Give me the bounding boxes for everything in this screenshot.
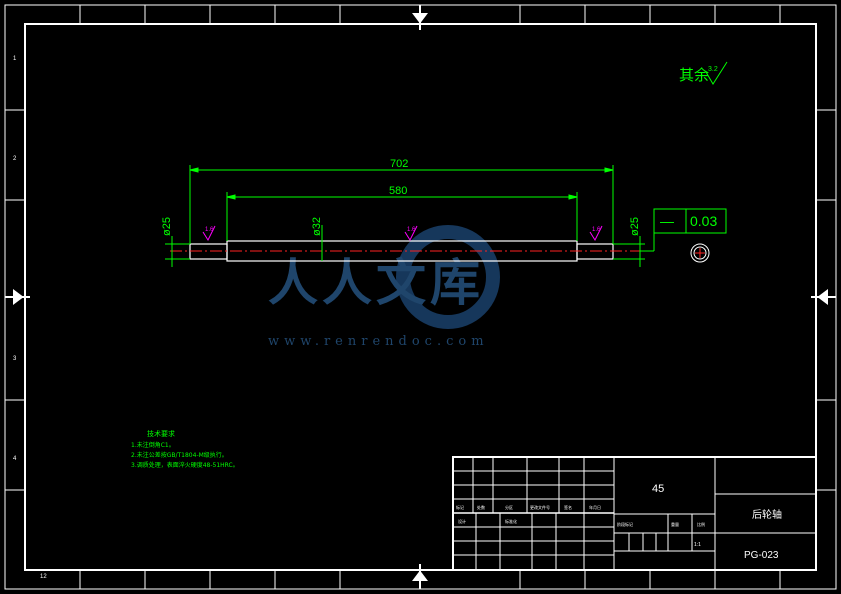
tb-label-sign: 签名 <box>564 504 572 510</box>
tb-drawing-no: PG-023 <box>744 550 779 561</box>
roughness-value-1: 1.6 <box>205 227 214 233</box>
tb-label-zone: 分区 <box>505 504 513 510</box>
tb-label-stage: 阶段标记 <box>617 521 633 527</box>
title-block-row-labels: 标记 处数 分区 更改文件号 签名 年月日 设计 标准化 阶段标记 重量 比例 <box>456 504 705 527</box>
dim-overall: 702 <box>390 158 408 170</box>
tb-part-name: 后轮轴 <box>752 508 782 521</box>
tb-label-standard: 标准化 <box>505 518 517 524</box>
tb-label-change: 更改文件号 <box>530 504 550 510</box>
left-number-2: 2 <box>13 156 17 162</box>
roughness-value-3: 1.6 <box>592 227 601 233</box>
tolerance-frame <box>640 208 727 252</box>
tb-label-count: 处数 <box>477 504 485 510</box>
roughness-marks <box>202 225 603 242</box>
tolerance-symbol: — <box>660 213 674 229</box>
tolerance-value: 0.03 <box>690 213 717 229</box>
centering-marks <box>5 5 836 589</box>
tb-label-design: 设计 <box>458 518 466 524</box>
tb-label-ratio: 比例 <box>697 521 705 527</box>
tb-material: 45 <box>652 483 664 495</box>
left-number-4: 4 <box>13 456 17 462</box>
title-block <box>452 456 817 571</box>
tb-scale: 1:1 <box>694 542 701 548</box>
roughness-label: 其余 <box>679 66 709 84</box>
dimensions <box>165 165 645 267</box>
dimension-labels: 702 580 ø25 ø32 ø25 <box>161 158 641 236</box>
roughness-value-2: 1.6 <box>407 227 416 233</box>
dim-right-dia: ø25 <box>629 217 641 236</box>
left-number-1: 1 <box>13 56 17 62</box>
tech-item-3: 3.调质处理，表面淬火硬度48-51HRC。 <box>131 461 239 469</box>
watermark: 人人文库 www.renrendoc.com <box>268 225 500 349</box>
dim-middle: 580 <box>389 185 407 197</box>
dim-middle-dia: ø32 <box>311 217 323 236</box>
tb-label-date: 年月日 <box>589 504 601 510</box>
tb-label-weight: 重量 <box>671 521 679 527</box>
watermark-text: 人人文库 <box>268 254 484 312</box>
roughness-value: 3.2 <box>708 66 718 73</box>
tech-item-1: 1.未注倒角C1。 <box>131 441 175 449</box>
left-number-3: 3 <box>13 356 17 362</box>
roughness-values: 1.6 1.6 1.6 <box>205 227 601 233</box>
watermark-url: www.renrendoc.com <box>268 334 489 349</box>
dim-left-dia: ø25 <box>161 217 173 236</box>
bottom-number-12: 12 <box>40 574 47 580</box>
border-numbers: 12 1 2 3 4 <box>13 56 47 580</box>
roughness-symbol <box>705 61 728 85</box>
tb-label-mark: 标记 <box>456 504 464 510</box>
zone-ticks <box>5 5 836 589</box>
section-view <box>690 243 710 263</box>
tech-item-2: 2.未注公差按GB/T1804-M级执行。 <box>131 451 228 459</box>
tech-title: 技术要求 <box>147 429 175 438</box>
